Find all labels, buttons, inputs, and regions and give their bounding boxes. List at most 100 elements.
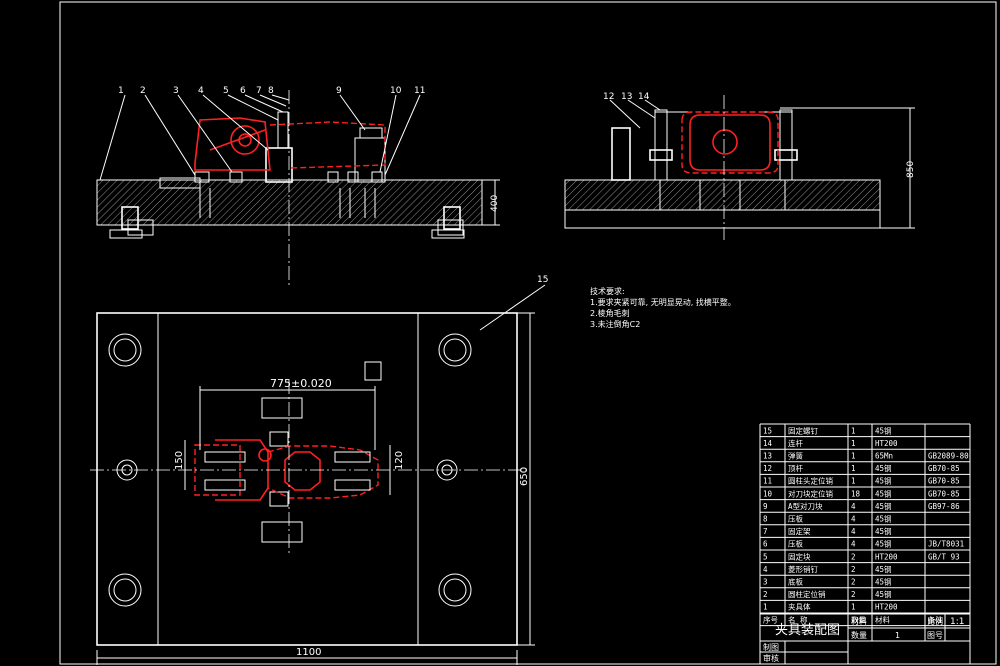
balloon-1: 1	[118, 86, 124, 96]
title-drawn-label: 制图	[763, 642, 779, 652]
bom-cell-mat: 65Mn	[875, 452, 893, 461]
tech-req-line-2: 2.棱角毛刺	[590, 308, 630, 318]
annotations: 1 2 3 4 5 6 7 8 9 10 11 12 13 14 15 400 …	[118, 86, 916, 658]
bom-cell-qty: 4	[851, 515, 856, 524]
plan-view	[90, 284, 546, 665]
bom-cell-mat: 45钢	[875, 539, 892, 549]
balloon-13: 13	[621, 92, 632, 102]
bom-cell-name: A型对刀块	[788, 501, 823, 511]
bom-cell-no: 3	[763, 578, 768, 587]
bom-header-qty: 数量	[851, 614, 866, 624]
title-material-label: 材料	[851, 616, 867, 626]
balloon-15: 15	[537, 275, 548, 285]
bom-cell-name: 固定架	[788, 526, 811, 536]
bom-cell-no: 8	[763, 515, 768, 524]
bom-cell-std: GB2089-80	[928, 452, 969, 461]
bom-cell-no: 6	[763, 540, 768, 549]
dim-span: 775±0.020	[270, 377, 332, 390]
bom-cell-mat: 45钢	[875, 526, 892, 536]
tech-req-line-1: 1.要求夹紧可靠, 无明显晃动, 找横平整。	[590, 297, 736, 307]
bom-cell-std: GB97-86	[928, 502, 960, 511]
balloon-3: 3	[173, 86, 179, 96]
bom-cell-mat: 45钢	[875, 589, 892, 599]
dim-right-h: 120	[394, 451, 405, 470]
bom-cell-no: 7	[763, 527, 768, 536]
bom-cell-mat: 45钢	[875, 425, 892, 435]
title-scale-value: 1:1	[950, 617, 964, 627]
bom-cell-qty: 1	[851, 426, 856, 435]
drawing-frame	[59, 1, 997, 665]
bom-cell-name: 圆柱头定位销	[788, 476, 833, 486]
bom-cell-no: 14	[763, 439, 773, 448]
bom-cell-qty: 1	[851, 603, 856, 612]
bom-cell-mat: 45钢	[875, 564, 892, 574]
balloon-7: 7	[256, 86, 262, 96]
bom-cell-name: 压板	[788, 539, 803, 549]
bom-cell-name: 压板	[788, 514, 803, 524]
bom-cell-name: 顶杆	[788, 463, 803, 473]
bom-cell-std: GB70-85	[928, 464, 960, 473]
bom-cell-no: 15	[763, 426, 772, 435]
bom-cell-no: 13	[763, 452, 772, 461]
balloon-14: 14	[638, 92, 650, 102]
bom-cell-name: 对刀块定位销	[788, 488, 833, 498]
balloon-2: 2	[140, 86, 146, 96]
tech-req-line-3: 3.未注倒角C2	[590, 319, 640, 329]
bom-cell-name: 圆柱定位销	[788, 589, 826, 599]
bom-header-std: 备注	[928, 614, 943, 624]
title-drawing-no-label: 图号	[927, 631, 943, 640]
bom-cell-qty: 4	[851, 502, 856, 511]
bom-cell-qty: 1	[851, 439, 856, 448]
title-qty-value: 1	[895, 631, 900, 640]
title-scale-label: 比例	[927, 616, 943, 626]
bom-cell-std: JB/T8031	[928, 540, 964, 549]
dim-front-height: 400	[490, 195, 500, 212]
balloon-5: 5	[223, 86, 229, 96]
balloon-4: 4	[198, 86, 204, 96]
title-qty-label: 数量	[851, 630, 867, 640]
bom-cell-no: 5	[763, 552, 768, 561]
bom-cell-qty: 2	[851, 590, 856, 599]
tech-req-title: 技术要求:	[590, 286, 625, 296]
bom-header-no: 序号	[763, 614, 778, 624]
dim-plan-h: 650	[519, 467, 530, 486]
bom-cell-no: 10	[763, 489, 773, 498]
bom-cell-name: 菱形销钉	[788, 564, 818, 574]
bom-cell-qty: 4	[851, 527, 856, 536]
title-checked-label: 审核	[763, 653, 779, 663]
bom-cell-std: GB70-85	[928, 477, 960, 486]
bom-cell-qty: 2	[851, 552, 856, 561]
bom-cell-name: 底板	[788, 577, 803, 587]
bom-cell-qty: 2	[851, 565, 856, 574]
bom-cell-std: GB/T 93	[928, 552, 960, 561]
bom-cell-qty: 1	[851, 464, 856, 473]
bom-cell-no: 1	[763, 603, 768, 612]
title-block: 夹具装配图 材料 数量 1 比例 1:1 图号 制图 审核	[759, 613, 971, 665]
bom-cell-no: 4	[763, 565, 768, 574]
bom-cell-name: 夹具体	[788, 602, 811, 612]
balloon-9: 9	[336, 86, 342, 96]
bom-cell-name: 固定块	[788, 551, 811, 561]
bom-cell-qty: 1	[851, 452, 856, 461]
bom-cell-mat: 45钢	[875, 488, 892, 498]
bom-cell-mat: HT200	[875, 552, 898, 561]
bom-header-mat: 材料	[875, 614, 890, 624]
bom-cell-mat: HT200	[875, 603, 898, 612]
bom-cell-no: 9	[763, 502, 768, 511]
bom-cell-no: 2	[763, 590, 768, 599]
bom-cell-mat: 45钢	[875, 463, 892, 473]
dim-left-h: 150	[174, 451, 185, 470]
dim-plan-w: 1100	[296, 647, 321, 658]
front-view	[96, 90, 500, 285]
bom-cell-qty: 1	[851, 477, 856, 486]
bom-cell-no: 11	[763, 477, 772, 486]
bom-cell-qty: 2	[851, 578, 856, 587]
bom-cell-mat: 45钢	[875, 476, 892, 486]
bom-cell-name: 弹簧	[788, 451, 803, 461]
side-view	[564, 95, 915, 240]
title-block-title: 夹具装配图	[775, 623, 840, 638]
bom-cell-mat: 45钢	[875, 514, 892, 524]
bom-cell-mat: HT200	[875, 439, 898, 448]
